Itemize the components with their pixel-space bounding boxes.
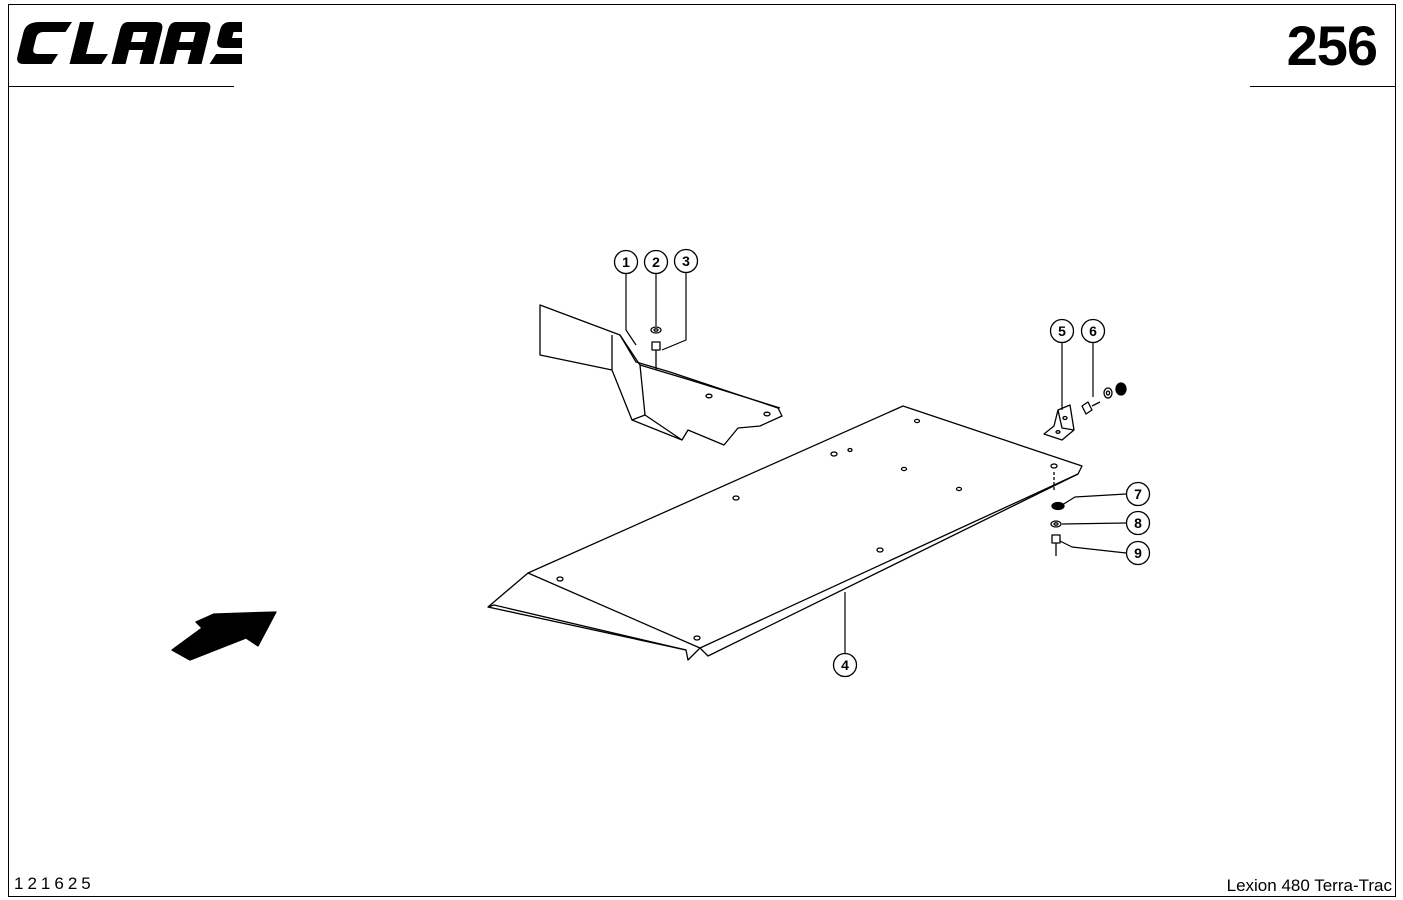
drawing-number: 121625 xyxy=(14,874,95,893)
angle-bracket-part xyxy=(1043,404,1075,441)
callout-8: 8 xyxy=(1125,510,1151,536)
page-frame xyxy=(8,4,1396,897)
callout-6: 6 xyxy=(1080,318,1106,344)
callout-label: 7 xyxy=(1134,486,1142,502)
bracket-fasteners xyxy=(1081,382,1127,415)
callout-label: 9 xyxy=(1134,545,1142,561)
leader-lines xyxy=(625,272,1127,653)
header-rule-left xyxy=(8,86,234,87)
callout-label: 2 xyxy=(652,254,660,270)
model-name: Lexion 480 Terra-Trac xyxy=(1226,876,1392,895)
callout-1: 1 xyxy=(613,249,639,275)
callout-label: 8 xyxy=(1134,515,1142,531)
header-rule-right xyxy=(1250,86,1396,87)
claas-logo xyxy=(17,22,242,64)
callout-4: 4 xyxy=(832,652,858,678)
callout-label: 4 xyxy=(841,657,849,673)
floor-plate-part xyxy=(487,405,1083,661)
callout-label: 1 xyxy=(622,254,630,270)
callout-2: 2 xyxy=(643,249,669,275)
lower-fasteners xyxy=(1050,472,1065,556)
callout-7: 7 xyxy=(1125,481,1151,507)
callout-label: 5 xyxy=(1058,323,1066,339)
washer-bolt-top xyxy=(650,326,662,370)
callout-group: 1 2 3 4 5 6 7 8 xyxy=(613,248,1151,678)
callout-3: 3 xyxy=(673,248,699,274)
callout-label: 6 xyxy=(1089,323,1097,339)
page-number: 256 xyxy=(1286,14,1378,77)
travel-direction-arrow xyxy=(171,611,277,661)
callout-label: 3 xyxy=(682,253,690,269)
cover-plate-part xyxy=(539,304,783,446)
callout-9: 9 xyxy=(1125,540,1151,566)
callout-5: 5 xyxy=(1049,318,1075,344)
